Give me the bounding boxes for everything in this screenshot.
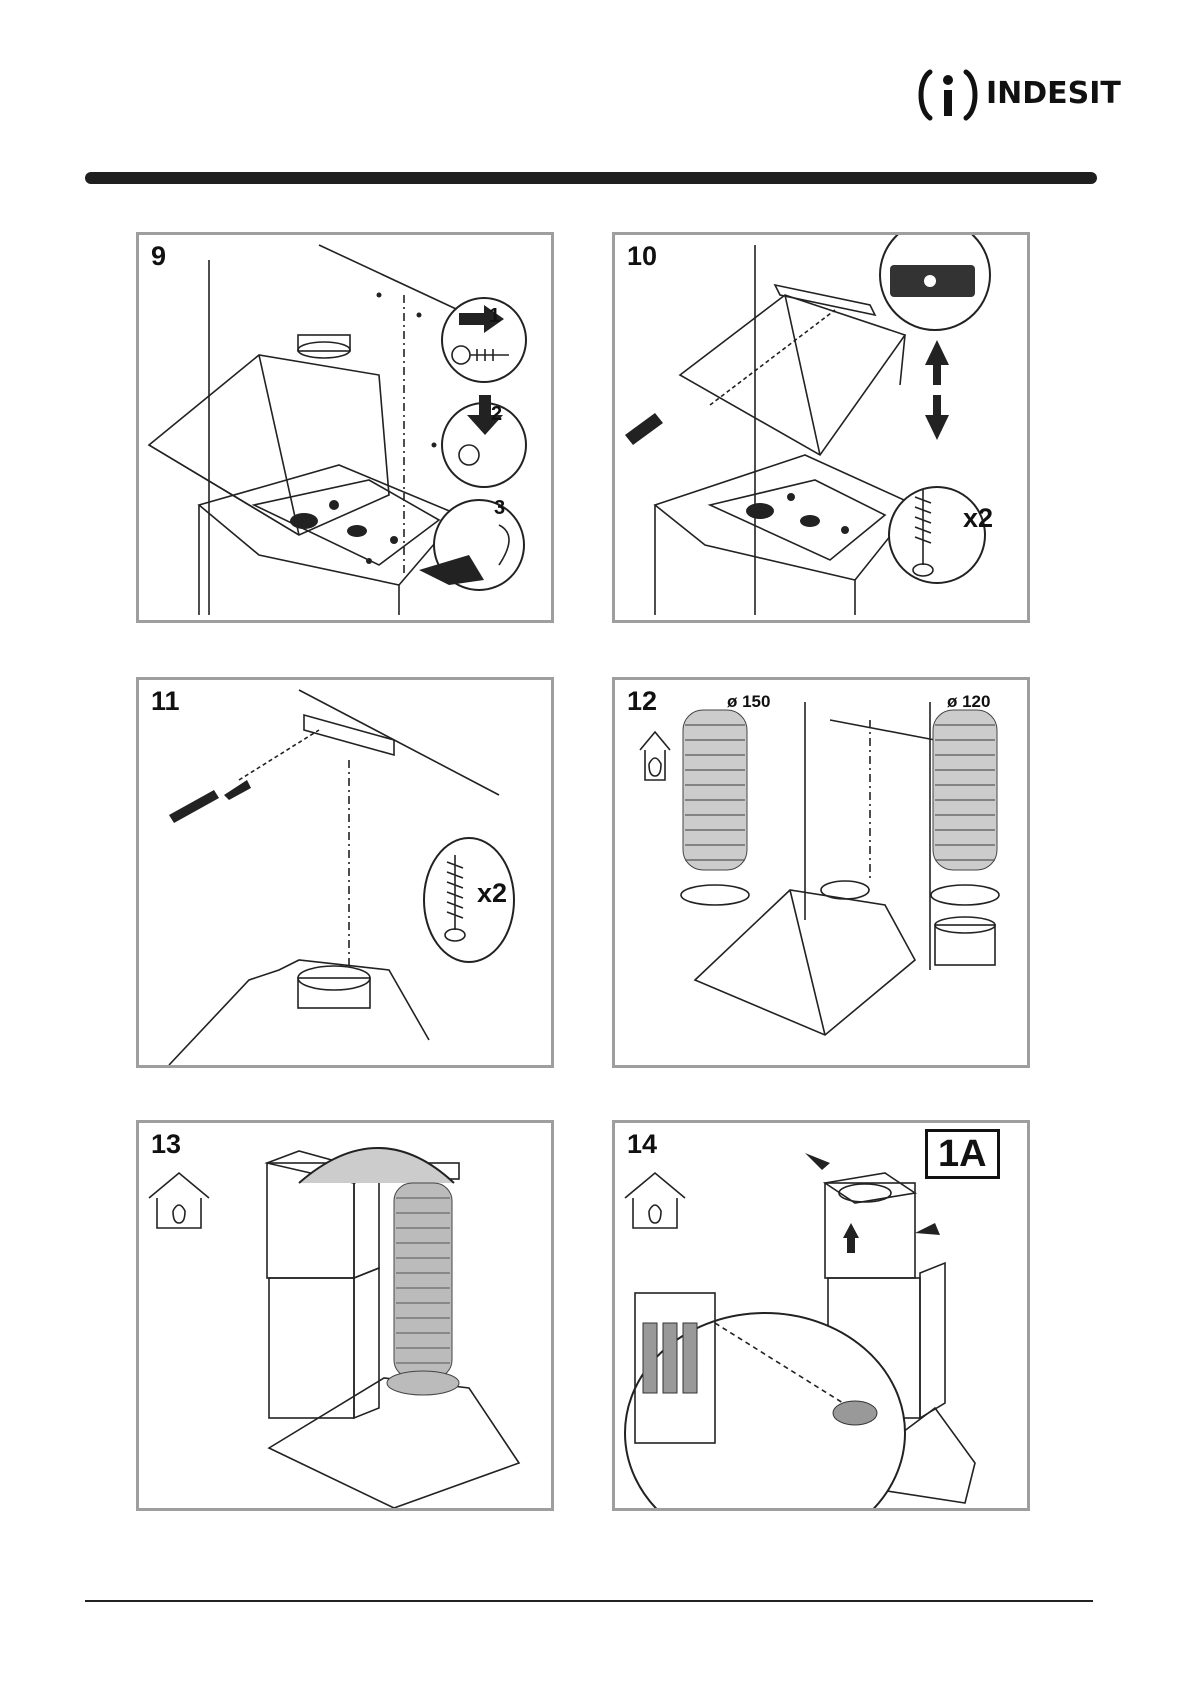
step-14-panel: 14 1A [612, 1120, 1030, 1511]
indesit-logo-icon [916, 66, 980, 124]
brand-name: INDESIT [986, 76, 1121, 111]
screwdriver-icon [615, 235, 1030, 623]
sub-step-label: 1 [489, 305, 500, 328]
house-with-arrow-icon [139, 1123, 554, 1511]
duct-diameter-label: ø 120 [947, 692, 990, 712]
sub-step-label: 3 [494, 497, 505, 520]
step-number: 11 [151, 686, 180, 717]
step-number: 12 [627, 686, 657, 717]
hood-icon [139, 235, 554, 623]
step-number: 10 [627, 241, 657, 272]
sub-step-label: 2 [491, 403, 502, 426]
brand-logo: INDESIT [916, 66, 1096, 124]
step-10-panel: 10 x2 [612, 232, 1030, 623]
step-number: 9 [151, 241, 166, 272]
header-rule [85, 172, 1097, 184]
footer-rule [85, 1600, 1093, 1602]
screwdriver-icon [615, 1123, 1030, 1511]
duct-diameter-label: ø 150 [727, 692, 770, 712]
step-12-panel: 12 ø 150 ø 120 [612, 677, 1030, 1068]
quantity-label: x2 [963, 503, 993, 534]
quantity-label: x2 [477, 878, 507, 909]
flexible-duct-icon [615, 680, 1030, 1068]
step-11-panel: 11 x2 [136, 677, 554, 1068]
step-number: 13 [151, 1129, 181, 1160]
step-number: 14 [627, 1129, 657, 1160]
screw-icon [139, 680, 554, 1068]
component-reference-label: 1A [925, 1129, 1000, 1179]
step-13-panel: 13 [136, 1120, 554, 1511]
step-9-panel: 9 1 2 3 [136, 232, 554, 623]
